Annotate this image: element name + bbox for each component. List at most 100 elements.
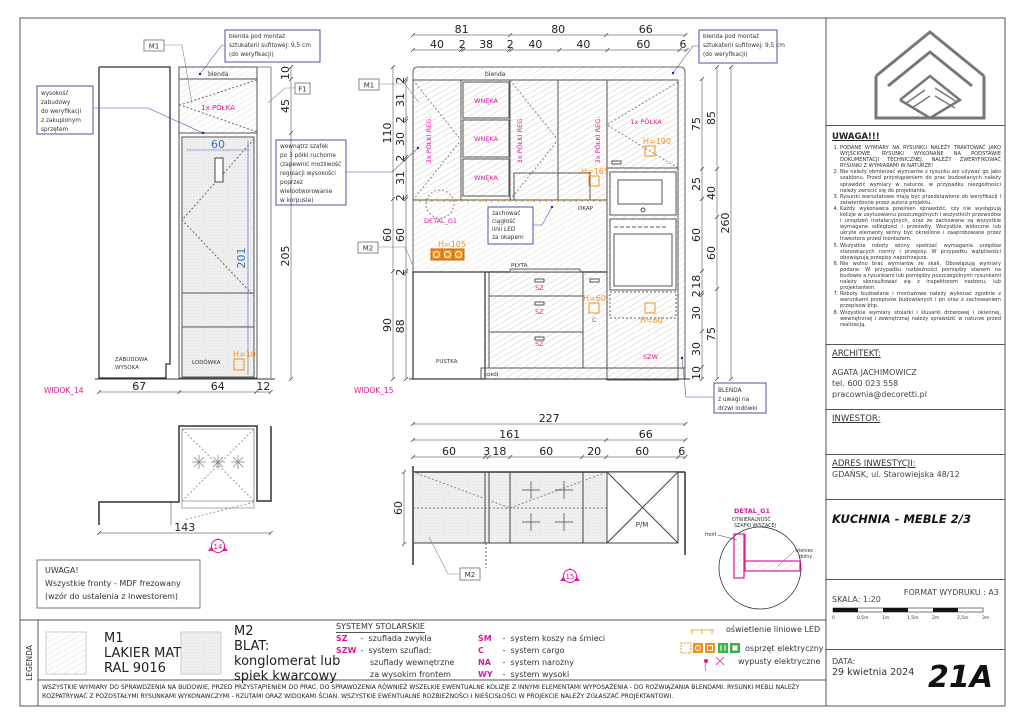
- dimension-label: 18: [492, 445, 506, 458]
- plan-15: P/M M2 15: [412, 466, 686, 583]
- section-marker-14: 14: [208, 538, 228, 553]
- cooktop: [509, 268, 581, 273]
- scale-tick: 1,5m: [907, 616, 919, 621]
- dimension-label: 75: [690, 117, 703, 131]
- drawer-label: SZ: [535, 308, 544, 316]
- legend-outlets: wypusty elektryczne: [738, 657, 821, 666]
- date-value: 29 kwietnia 2024: [832, 667, 915, 678]
- material-tag-m1: [143, 39, 165, 52]
- dimension-label: 260: [719, 213, 732, 234]
- dimension-label: 64: [211, 380, 225, 393]
- system-desc: szuflada zwykła: [368, 634, 432, 643]
- m1-finish: LAKIER MAT: [104, 646, 182, 661]
- shelf-label: 1x PÓŁKA: [630, 117, 662, 126]
- system-desc: system koszy na śmieci: [510, 634, 606, 643]
- rail-label-2: dolny: [799, 554, 812, 560]
- dimension-label: 10: [690, 366, 703, 380]
- note-item: Rysunki warsztatowe mają być przedstawio…: [840, 194, 1001, 206]
- dimension-label: 40: [430, 38, 444, 51]
- address-label: ADRES INWESTYCJI:: [832, 459, 916, 469]
- note-item: Wszystkie wymiary stolarki i ślusarki dr…: [840, 310, 1001, 328]
- dimension-label: 20: [587, 445, 601, 458]
- dim-chain: 60: [392, 469, 407, 547]
- notes-list: PODANE WYMIARY NA RYSUNKU NALEŻY TRAKTOW…: [826, 145, 1005, 328]
- system-code: SZW: [336, 646, 357, 655]
- dimension-label: 2: [394, 155, 407, 162]
- system-desc: system szuflad:: [368, 646, 432, 655]
- architect-email: pracownia@decoretti.pl: [832, 390, 927, 399]
- outlet-height: H=105: [438, 240, 466, 249]
- dimension-label: 60: [442, 445, 456, 458]
- dimension-label: 40: [705, 186, 718, 200]
- view-14-label: WIDOK_14: [44, 386, 84, 395]
- pm-label: P/M: [636, 521, 649, 529]
- dimension-label: 30: [690, 342, 703, 356]
- m2-type: BLAT:: [234, 639, 270, 654]
- dimension-label: 205: [279, 246, 292, 267]
- outlet-legend-icons: [704, 656, 725, 672]
- oven: [609, 218, 677, 291]
- note-fronts-box: [36, 559, 201, 609]
- cooktop-label: PŁYTA: [511, 263, 528, 269]
- front-panel: [733, 533, 745, 579]
- electric-outlet-icon: [233, 358, 245, 371]
- electric-legend-icons: [680, 642, 740, 654]
- dimension-label: 143: [174, 521, 195, 534]
- dimension-label: 38: [479, 38, 493, 51]
- tall-unit-label: ZABUDOWA: [115, 357, 148, 363]
- date-label: DATA:: [832, 657, 856, 666]
- system-desc: szuflady wewnętrzne: [370, 658, 455, 667]
- base-cabinets: [488, 271, 608, 369]
- dimension-label: 10: [279, 66, 292, 80]
- systems-list: SZ - szuflada zwykła SZW - system szufla…: [336, 634, 454, 682]
- scale-tick: 0: [832, 616, 835, 621]
- hood-label: OKAP: [578, 206, 594, 212]
- blenda-label: blenda: [485, 71, 506, 78]
- section-marker-15: 15: [560, 568, 580, 583]
- dimension-label: 60: [635, 445, 649, 458]
- architect-name: AGATA JACHIMOWICZ: [832, 368, 917, 377]
- m1-color: RAL 9016: [104, 661, 166, 676]
- dimension-label: 6: [678, 445, 685, 458]
- legend-box: [19, 619, 827, 707]
- empty-space-label: PUSTKA: [436, 359, 458, 365]
- dimension-label: 85: [705, 111, 718, 125]
- legend-footer: WSZYSTKIE WYMIARY DO SPRAWDZENIA NA BUDO…: [42, 684, 800, 700]
- dimension-label: 2: [690, 290, 703, 297]
- niche-label: WNĘKA: [474, 174, 499, 182]
- drawing-title: KUCHNIA - MEBLE 2/3: [832, 512, 971, 526]
- dimension-label: 110: [381, 123, 394, 144]
- dimension-label: 2: [459, 38, 466, 51]
- dimension-label: 18: [690, 275, 703, 289]
- dimension-label: 2: [394, 194, 407, 201]
- note-height: [36, 85, 94, 135]
- empty-space: [412, 271, 486, 380]
- shelves-label: 3x PÓŁKI REG.: [593, 117, 602, 164]
- note-led: [487, 206, 534, 245]
- investor-label: INWESTOR:: [832, 414, 881, 424]
- dimension-label: 81: [455, 23, 469, 36]
- inner-width-dim: 60: [211, 138, 225, 151]
- dimension-label: 60: [539, 445, 553, 458]
- dimension-label: 12: [256, 380, 270, 393]
- tall-unit-outline: [98, 66, 171, 379]
- note-fronts-text: UWAGA!Wszystkie fronty - MDF frezowany(w…: [45, 566, 181, 601]
- dimension-label: 6: [680, 38, 687, 51]
- dim-chain: 260: [719, 64, 734, 382]
- dimension-label: 90: [381, 318, 394, 332]
- dimension-label: 88: [394, 319, 407, 333]
- dimension-label: 25: [690, 177, 703, 191]
- dimension-label: 3: [483, 445, 490, 458]
- legend-m1: M1 LAKIER MAT RAL 9016: [104, 631, 181, 676]
